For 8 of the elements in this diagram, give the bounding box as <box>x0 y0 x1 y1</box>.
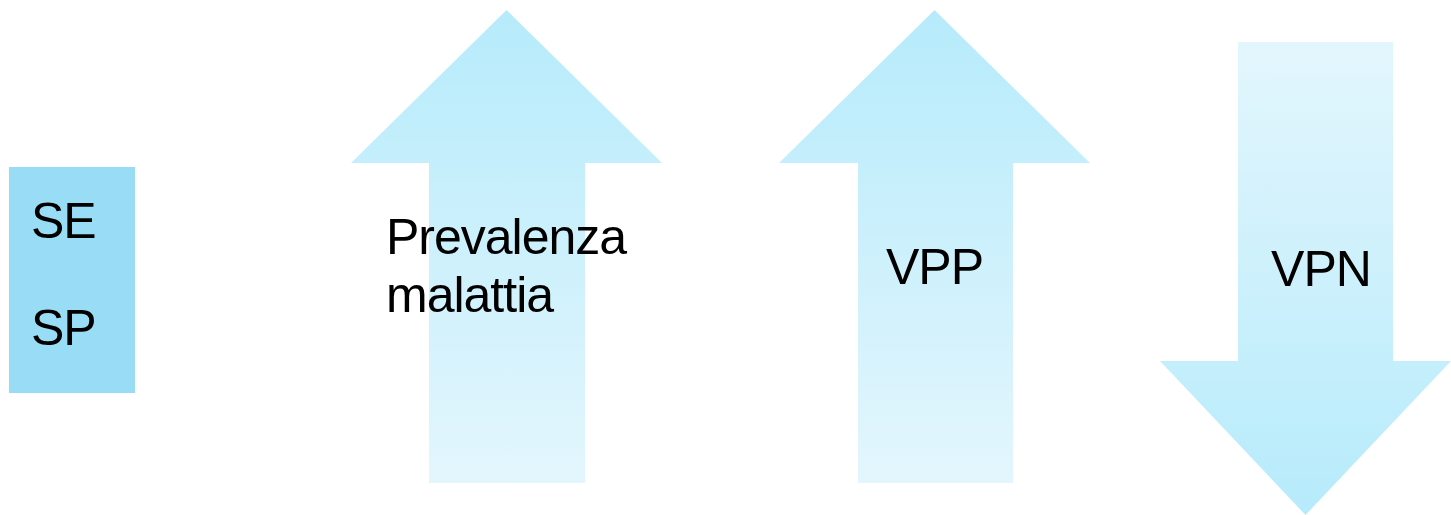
arrow-label: VPP <box>884 238 985 296</box>
arrow-label: Prevalenza malattia <box>386 208 628 324</box>
box-label: SE <box>31 192 96 250</box>
box-label: SP <box>31 299 96 357</box>
label-box <box>9 167 135 393</box>
up-arrow <box>779 10 1090 483</box>
arrow-label: VPN <box>1270 240 1372 298</box>
down-arrow <box>1160 42 1451 515</box>
